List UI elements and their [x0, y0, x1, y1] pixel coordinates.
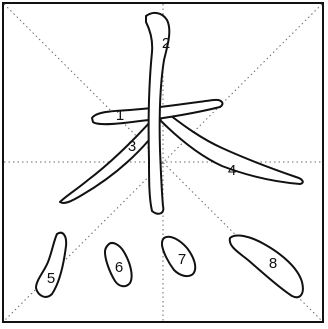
stroke-5-shape	[36, 233, 66, 297]
stroke-number-2: 2	[162, 35, 170, 52]
stroke-number-1: 1	[116, 107, 124, 124]
stroke-3-shape	[60, 122, 150, 203]
stroke-number-3: 3	[128, 138, 136, 155]
stroke-number-7: 7	[178, 251, 186, 268]
stroke-number-4: 4	[228, 162, 236, 179]
stroke-number-6: 6	[115, 259, 123, 276]
stroke-number-5: 5	[47, 270, 55, 287]
stroke-8-shape	[230, 236, 303, 298]
stroke-number-8: 8	[269, 255, 277, 272]
